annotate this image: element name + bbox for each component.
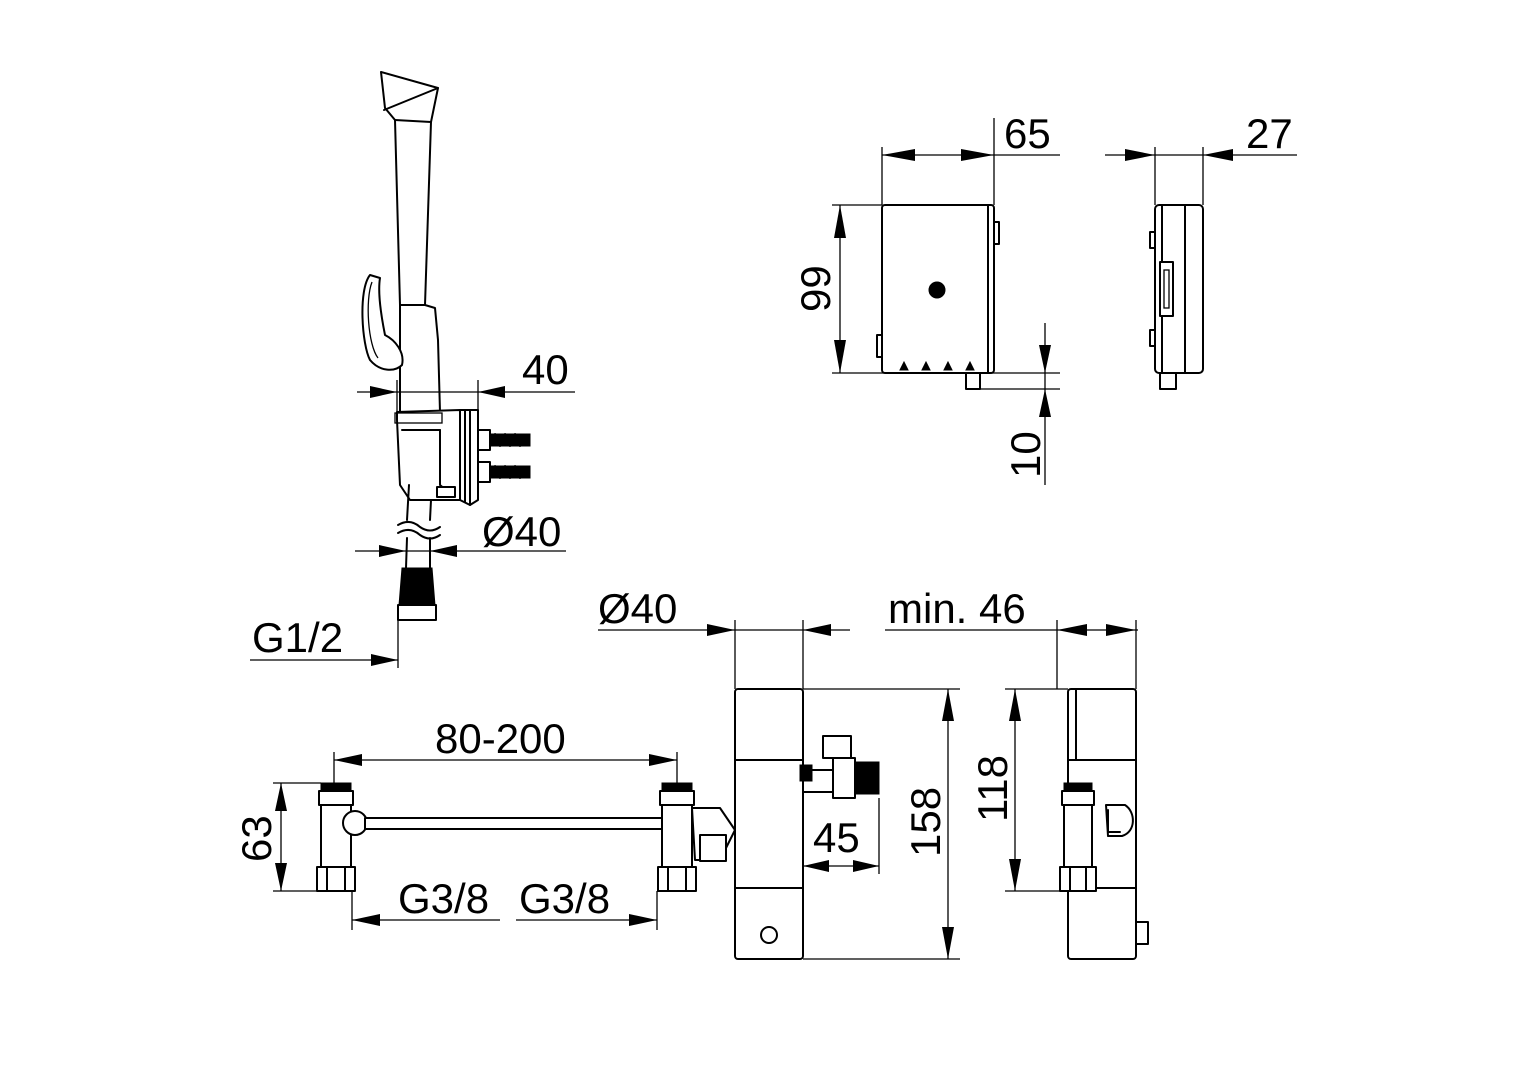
dim-27: 27 xyxy=(1105,110,1297,205)
dim-g38-right-label: G3/8 xyxy=(519,875,610,922)
dim-63-label: 63 xyxy=(233,815,280,862)
dim-dia40-hose: Ø40 xyxy=(355,508,566,557)
dim-40-holder: 40 xyxy=(357,346,575,412)
dim-10: 10 xyxy=(980,323,1060,485)
dim-158: 158 xyxy=(803,688,960,960)
dim-65-label: 65 xyxy=(1004,110,1051,157)
control-box-side xyxy=(1149,204,1204,390)
dim-g38: G3/8 G3/8 xyxy=(351,875,658,930)
control-box-front xyxy=(876,204,1000,390)
dim-g12-label: G1/2 xyxy=(252,614,343,661)
dim-dia40-hose-label: Ø40 xyxy=(482,508,561,555)
hand-shower-side-view xyxy=(361,71,531,621)
dim-40-label: 40 xyxy=(522,346,569,393)
dim-10-label: 10 xyxy=(1002,431,1049,478)
dim-118: 118 xyxy=(969,688,1068,892)
dim-45: 45 xyxy=(802,798,880,874)
dim-99: 99 xyxy=(792,204,1060,374)
dim-g38-left-label: G3/8 xyxy=(398,875,489,922)
dim-80-200-label: 80-200 xyxy=(435,715,566,762)
dim-g12: G1/2 xyxy=(250,614,399,668)
dim-99-label: 99 xyxy=(792,265,839,312)
dim-27-label: 27 xyxy=(1246,110,1293,157)
dim-158-label: 158 xyxy=(902,787,949,857)
dim-45-label: 45 xyxy=(813,814,860,861)
sensor-icon xyxy=(928,281,946,299)
dim-63: 63 xyxy=(233,782,321,892)
dim-min46: min. 46 xyxy=(885,585,1138,689)
dim-dia40-body: Ø40 xyxy=(598,585,850,689)
dim-dia40-body-label: Ø40 xyxy=(598,585,677,632)
dim-65: 65 xyxy=(881,110,1060,205)
dim-min46-label: min. 46 xyxy=(888,585,1026,632)
dim-80-200: 80-200 xyxy=(333,715,678,783)
mixer-body-side xyxy=(1059,688,1149,960)
dim-118-label: 118 xyxy=(969,755,1016,822)
mixer-body-front xyxy=(734,688,880,960)
